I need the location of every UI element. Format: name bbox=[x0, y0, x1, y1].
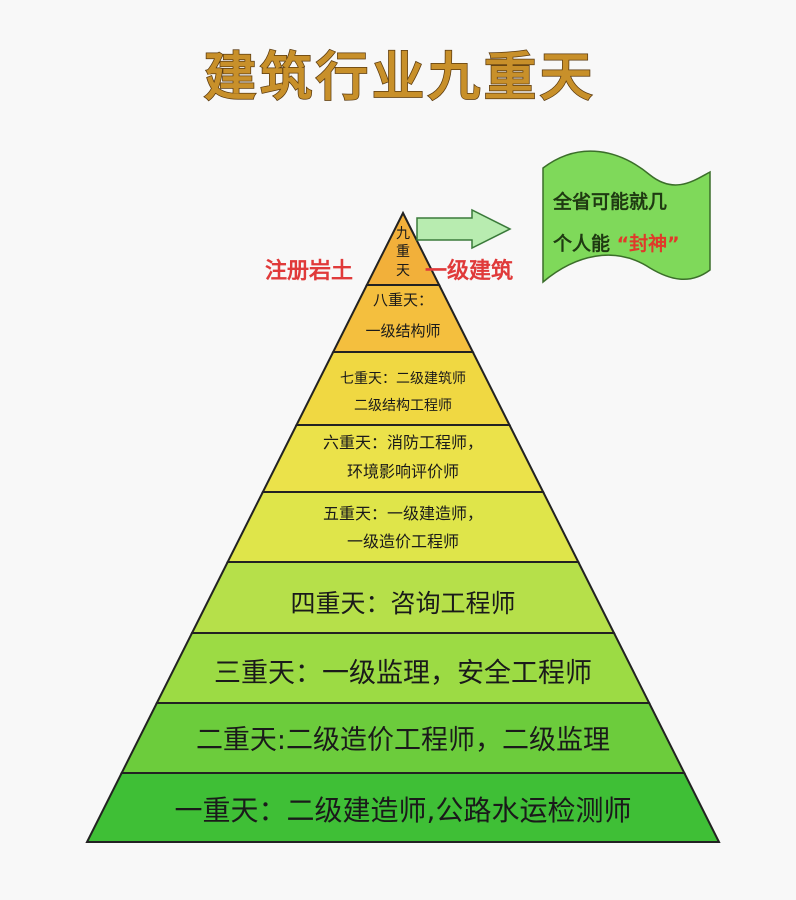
level-4-text: 四重天：咨询工程师 bbox=[290, 589, 515, 618]
pyramid-level-1 bbox=[85, 772, 721, 843]
level-5-text: 一级造价工程师 bbox=[347, 532, 459, 551]
level-8-text: 一级结构师 bbox=[365, 322, 440, 340]
level-6-text: 环境影响评价师 bbox=[347, 462, 459, 481]
side-label-right: 一级建筑 bbox=[425, 258, 513, 284]
pyramid-level-7 bbox=[294, 351, 512, 426]
pyramid-level-5 bbox=[226, 491, 580, 563]
flag-line-2-prefix: 个人能 bbox=[552, 232, 617, 255]
arrow-icon bbox=[416, 208, 512, 250]
level-9-text: 天 bbox=[396, 263, 410, 279]
level-8-text: 八重天： bbox=[373, 291, 433, 309]
level-5-text: 五重天：一级建造师， bbox=[323, 504, 483, 523]
level-9-text: 九 bbox=[396, 226, 410, 242]
flag-line-2: 个人能 “封神” bbox=[552, 232, 680, 255]
level-3-text: 三重天：一级监理，安全工程师 bbox=[214, 658, 592, 689]
level-7-text: 七重天：二级建筑师 bbox=[340, 371, 466, 387]
flag-banner bbox=[542, 150, 711, 284]
level-2-text: 二重天:二级造价工程师，二级监理 bbox=[196, 725, 610, 756]
level-1-text: 一重天：二级建造师,公路水运检测师 bbox=[175, 794, 632, 827]
pyramid bbox=[85, 210, 721, 843]
level-9-text: 重 bbox=[396, 244, 410, 260]
flag-line-1: 全省可能就几 bbox=[552, 190, 667, 213]
level-6-text: 六重天：消防工程师， bbox=[323, 433, 483, 452]
page-title: 建筑行业九重天 bbox=[204, 47, 596, 108]
flag-highlight: “封神” bbox=[617, 232, 680, 255]
side-label-left: 注册岩土 bbox=[265, 258, 353, 284]
level-7-text: 二级结构工程师 bbox=[354, 398, 452, 414]
